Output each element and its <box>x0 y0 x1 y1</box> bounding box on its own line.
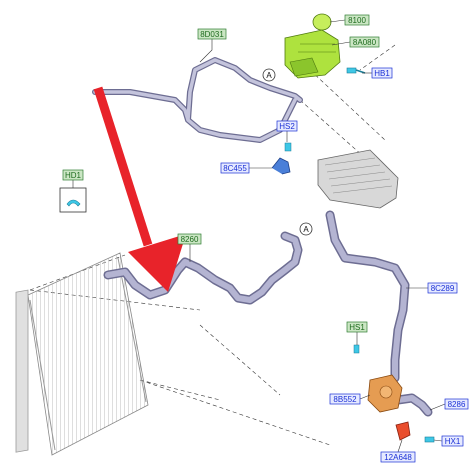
svg-text:HD1: HD1 <box>65 171 82 180</box>
svg-text:8B552: 8B552 <box>333 395 357 404</box>
callout-tag-HB1: HB1 <box>371 67 393 79</box>
callout-tag-12A648: 12A648 <box>380 451 416 463</box>
reservoir-cap <box>312 13 332 31</box>
water-pump <box>367 374 403 413</box>
screw-hs2 <box>284 142 292 152</box>
svg-text:8D031: 8D031 <box>200 30 224 39</box>
clip-hd1 <box>59 187 87 213</box>
screw-hs1 <box>353 344 360 354</box>
callout-tag-8B552: 8B552 <box>329 393 361 405</box>
connector-a-mid-label: A <box>303 225 309 234</box>
callout-tag-HX1: HX1 <box>441 435 464 447</box>
svg-text:HB1: HB1 <box>374 69 390 78</box>
callout-leaders <box>72 19 446 453</box>
bracket-12A648 <box>395 421 411 441</box>
bracket-8C455 <box>271 157 291 175</box>
callout-tag-HS2: HS2 <box>276 120 298 132</box>
svg-text:HX1: HX1 <box>445 437 461 446</box>
svg-text:8A080: 8A080 <box>353 38 377 47</box>
connector-a-top: A <box>262 68 276 82</box>
callout-tag-8286: 8286 <box>444 398 469 410</box>
bolt-hb1 <box>346 67 366 74</box>
svg-text:HS1: HS1 <box>349 323 365 332</box>
svg-text:8C455: 8C455 <box>223 164 247 173</box>
callout-tag-8D031: 8D031 <box>197 28 227 40</box>
svg-text:8260: 8260 <box>181 235 199 244</box>
svg-text:8100: 8100 <box>348 16 366 25</box>
callout-tag-HD1: HD1 <box>62 169 84 181</box>
svg-text:HS2: HS2 <box>279 122 295 131</box>
callout-tag-8A080: 8A080 <box>349 36 380 48</box>
callout-tag-HS1: HS1 <box>346 321 368 333</box>
connector-a-top-label: A <box>266 71 272 80</box>
coolant-reservoir <box>284 13 341 79</box>
callout-tag-8C455: 8C455 <box>220 162 250 174</box>
callout-tag-8260: 8260 <box>177 233 202 245</box>
connector-a-mid: A <box>299 222 313 236</box>
callout-tag-8100: 8100 <box>344 14 370 26</box>
red-arrow-indicator <box>93 86 186 292</box>
svg-text:8C289: 8C289 <box>431 284 455 293</box>
svg-text:12A648: 12A648 <box>384 453 412 462</box>
callout-tag-8C289: 8C289 <box>427 282 458 294</box>
nut-hx1 <box>424 436 435 443</box>
heater-module <box>317 149 399 209</box>
svg-text:8286: 8286 <box>448 400 466 409</box>
radiator <box>15 252 149 456</box>
